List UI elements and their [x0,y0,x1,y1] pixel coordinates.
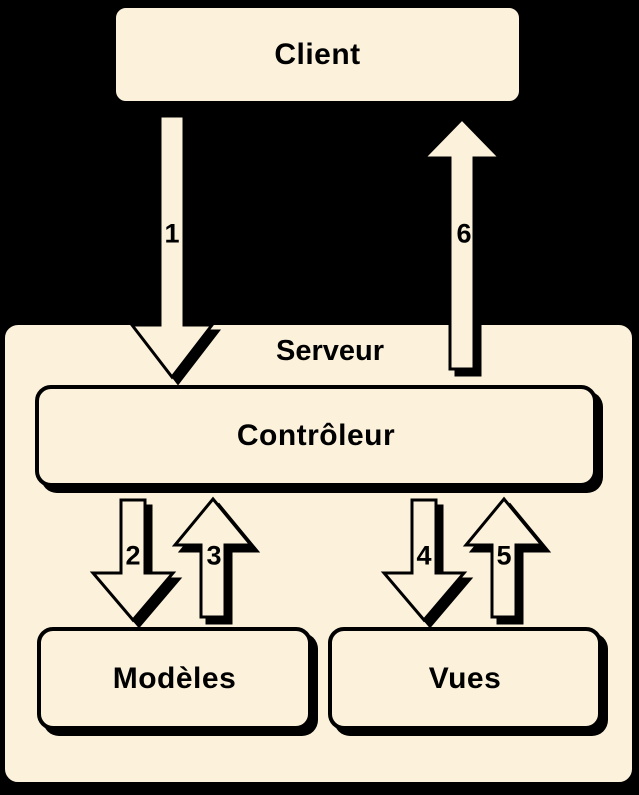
arrow-up-5 [462,496,552,625]
controleur-label: Contrôleur [236,419,396,452]
arrow-down-1 [128,114,222,386]
arrow-up-6 [420,116,510,377]
node-vues: Vues [328,627,602,730]
node-controleur: Contrôleur [35,385,597,487]
modeles-label: Modèles [112,661,237,695]
vues-label: Vues [428,661,502,695]
arrow-down-4 [380,498,474,629]
client-label: Client [274,37,361,71]
arrow-down-2 [89,498,183,629]
node-modeles: Modèles [37,627,312,730]
node-client: Client [112,4,523,105]
arrow-up-3 [171,496,261,625]
